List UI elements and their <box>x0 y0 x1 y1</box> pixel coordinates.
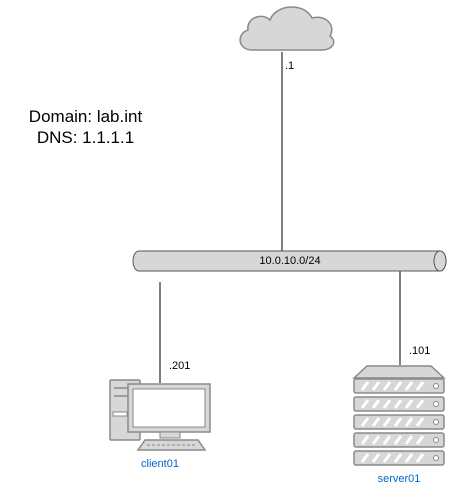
server-unit-led <box>433 401 439 407</box>
server-unit-led <box>433 383 439 389</box>
internet-address-label: .1 <box>285 60 295 72</box>
server-address-label: .101 <box>409 345 431 357</box>
server-unit-led <box>433 419 439 425</box>
server-unit-vents <box>360 417 425 427</box>
server-name-label: server01 <box>377 473 421 485</box>
server-unit-vents <box>360 381 425 391</box>
server-unit-led <box>433 455 439 461</box>
client-name-label: client01 <box>141 458 179 470</box>
server-unit-vents <box>360 435 425 445</box>
client-address-label: .201 <box>169 360 191 372</box>
network-bus <box>132 250 447 272</box>
desktop-computer-icon <box>109 379 211 451</box>
domain-name-label: Domain: lab.int <box>28 107 143 126</box>
server-unit-vents <box>360 453 425 463</box>
cloud-icon <box>239 6 335 51</box>
dns-server-label: DNS: 1.1.1.1 <box>36 128 135 147</box>
server-unit-vents <box>360 399 425 409</box>
server-unit-led <box>433 437 439 443</box>
subnet-label: 10.0.10.0/24 <box>259 255 321 267</box>
rack-server-icon <box>352 365 446 466</box>
